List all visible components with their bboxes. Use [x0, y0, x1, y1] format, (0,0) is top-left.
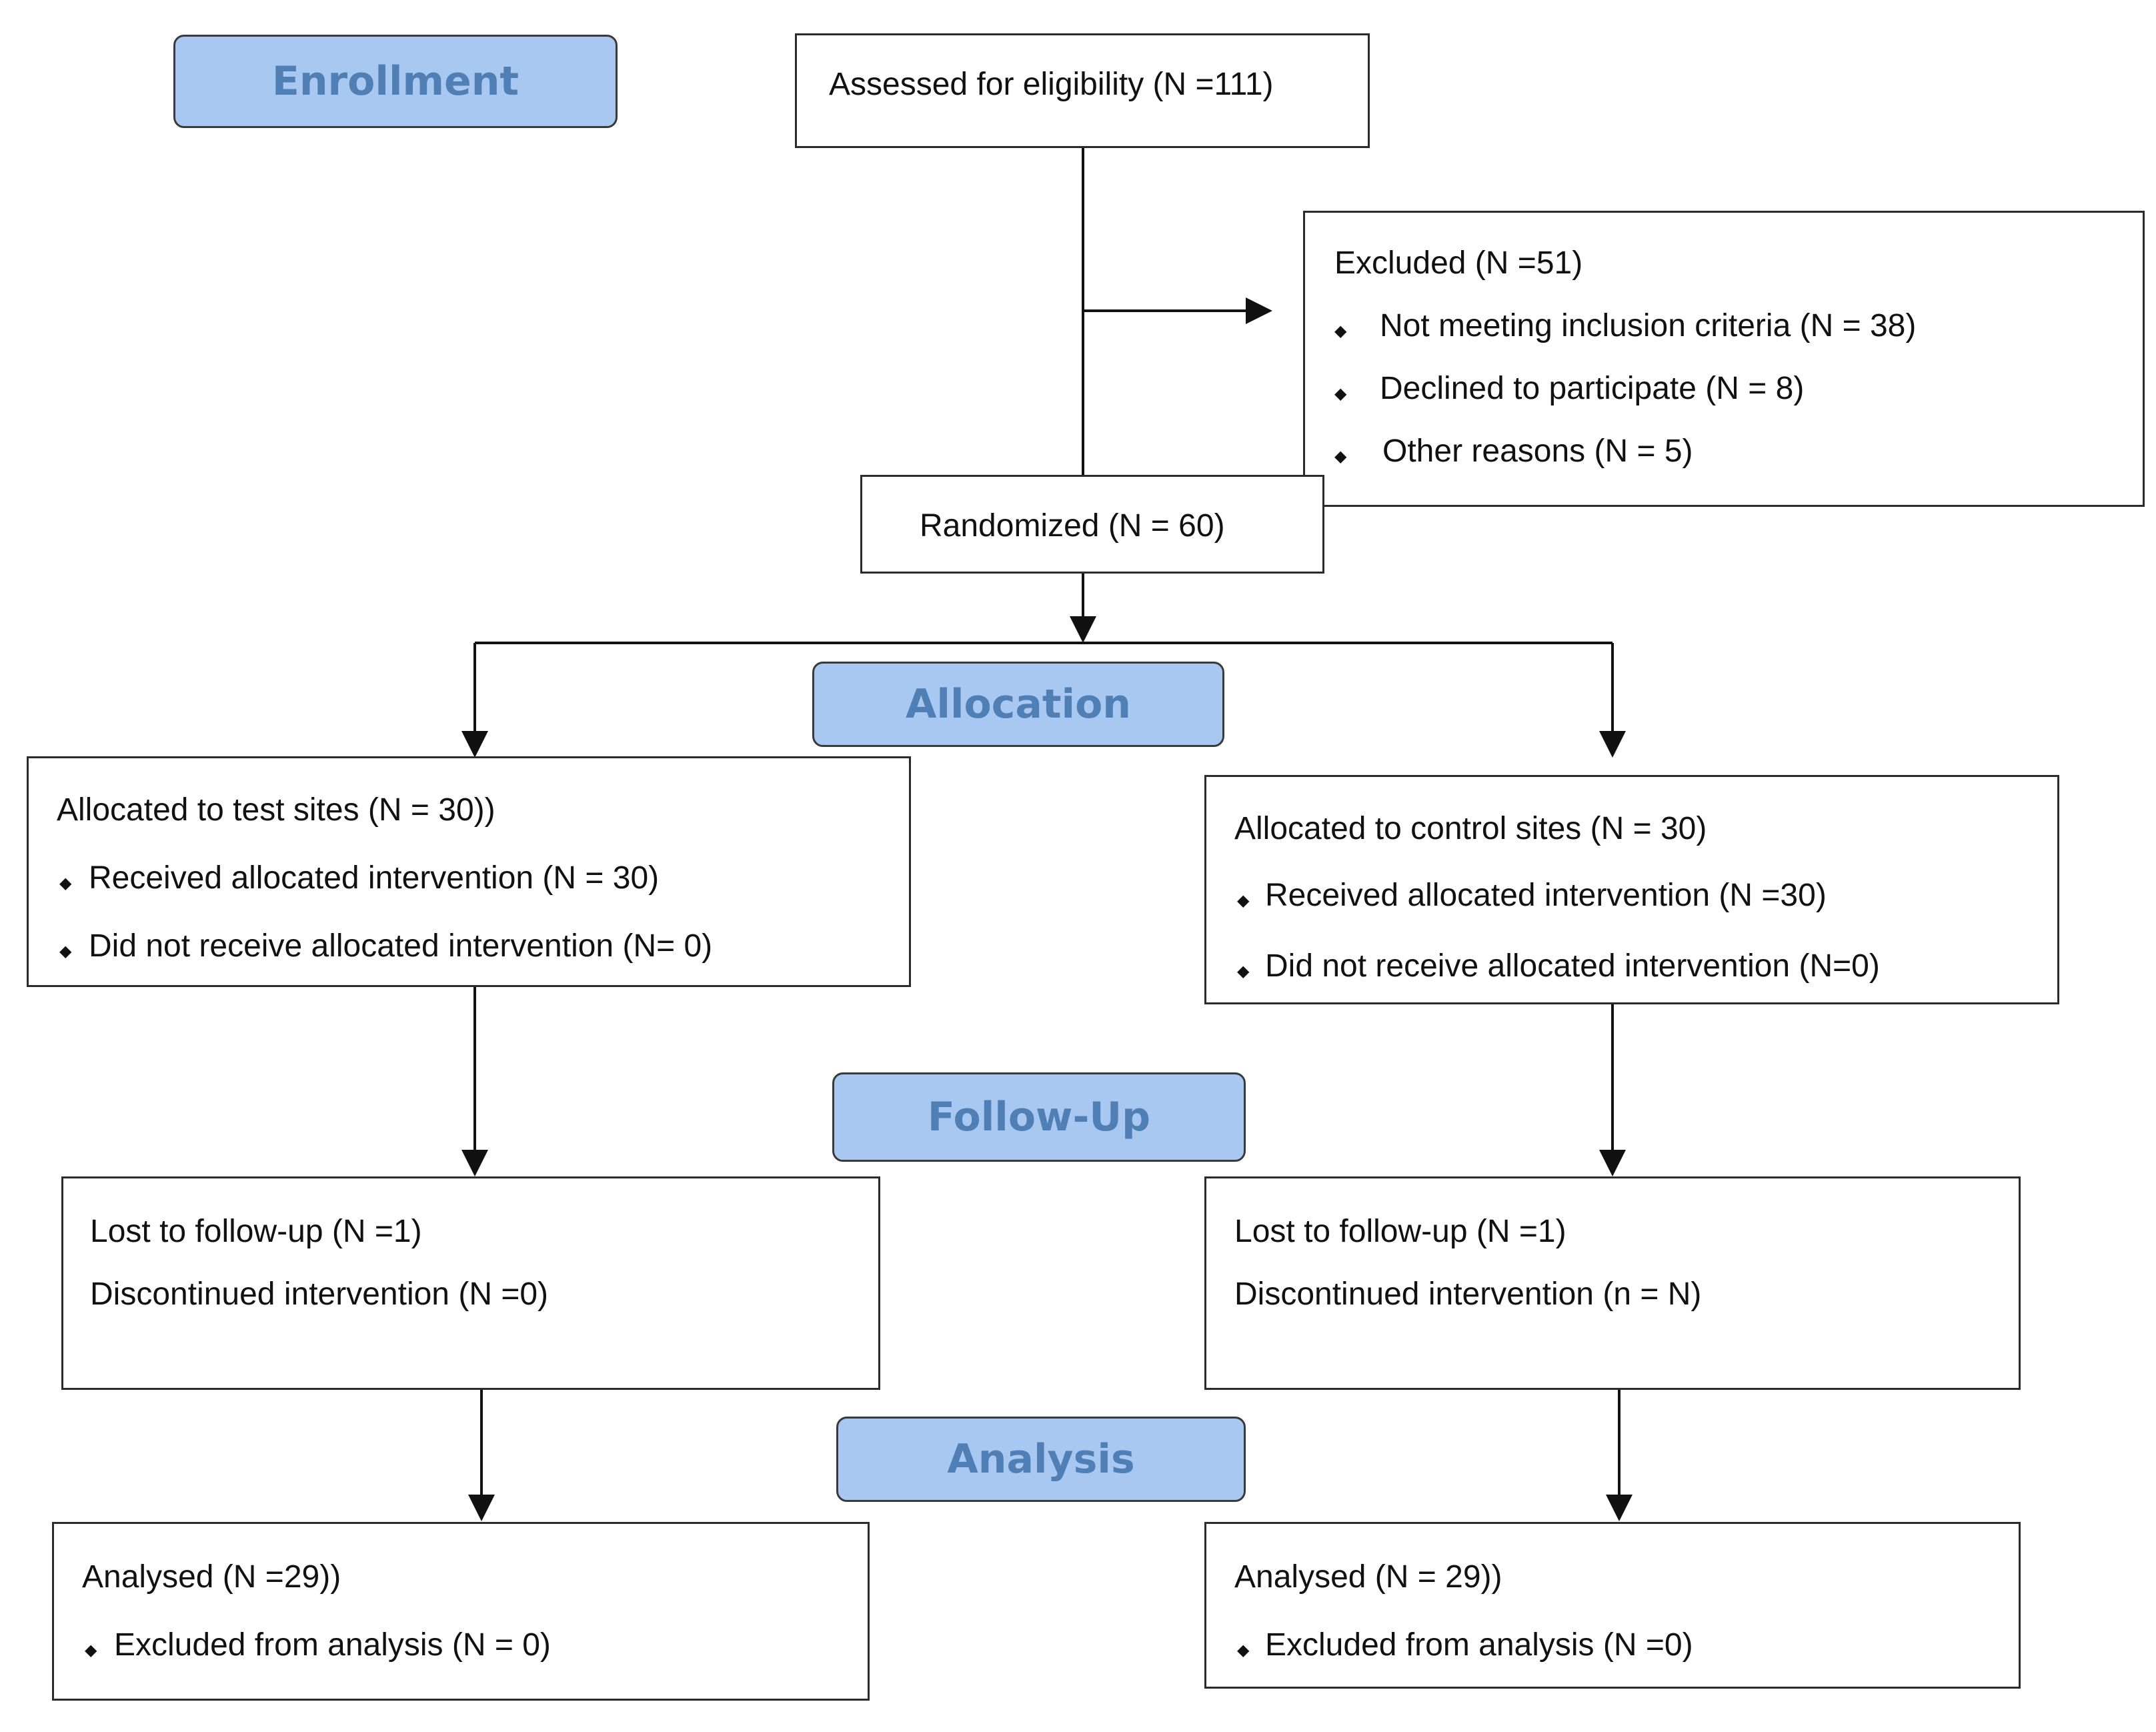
- bullet-icon: ◆: [1237, 1641, 1250, 1659]
- control-not-received-text: Did not receive allocated intervention (…: [1265, 948, 1880, 984]
- bullet-icon: ◆: [1237, 892, 1250, 910]
- stage-analysis-label: Analysis: [947, 1436, 1135, 1483]
- test-not-received-text: Did not receive allocated intervention (…: [89, 928, 713, 964]
- control-excluded-analysis-text: Excluded from analysis (N =0): [1265, 1627, 1693, 1663]
- control-discontinued-text: Discontinued intervention (n = N): [1234, 1276, 1702, 1312]
- control-allocated-text: Allocated to control sites (N = 30): [1234, 811, 1707, 846]
- test-allocation-box: Allocated to test sites (N = 30)) ◆ Rece…: [27, 756, 911, 987]
- assessed-text: Assessed for eligibility (N =111): [829, 67, 1274, 102]
- stage-allocation: Allocation: [812, 662, 1224, 747]
- control-lost-text: Lost to follow-up (N =1): [1234, 1214, 1566, 1249]
- stage-allocation-label: Allocation: [905, 681, 1132, 728]
- control-analysis-box: Analysed (N = 29)) ◆ Excluded from analy…: [1204, 1522, 2021, 1689]
- test-analysed-text: Analysed (N =29)): [82, 1559, 341, 1595]
- bullet-icon: ◆: [1334, 448, 1347, 466]
- randomized-box: Randomized (N = 60): [860, 475, 1324, 574]
- control-analysed-text: Analysed (N = 29)): [1234, 1559, 1502, 1595]
- excluded-reason: Declined to participate (N = 8): [1380, 371, 1805, 406]
- bullet-icon: ◆: [1237, 962, 1250, 980]
- bullet-icon: ◆: [1334, 322, 1347, 340]
- excluded-box: Excluded (N =51) ◆ Not meeting inclusion…: [1303, 211, 2145, 507]
- control-received-text: Received allocated intervention (N =30): [1265, 878, 1827, 913]
- stage-analysis: Analysis: [836, 1417, 1246, 1502]
- test-excluded-analysis-text: Excluded from analysis (N = 0): [114, 1627, 551, 1663]
- stage-follow-up: Follow-Up: [832, 1072, 1246, 1162]
- bullet-icon: ◆: [85, 1641, 97, 1659]
- control-allocation-box: Allocated to control sites (N = 30) ◆ Re…: [1204, 775, 2059, 1004]
- assessed-box: Assessed for eligibility (N =111): [795, 33, 1370, 148]
- bullet-icon: ◆: [59, 942, 72, 960]
- excluded-reason: Not meeting inclusion criteria (N = 38): [1380, 308, 1917, 343]
- stage-enrollment-label: Enrollment: [271, 58, 519, 105]
- bullet-icon: ◆: [1334, 385, 1347, 403]
- test-allocated-text: Allocated to test sites (N = 30)): [57, 792, 495, 828]
- test-received-text: Received allocated intervention (N = 30): [89, 860, 660, 896]
- excluded-title: Excluded (N =51): [1334, 245, 1583, 281]
- bullet-icon: ◆: [59, 874, 72, 892]
- randomized-text: Randomized (N = 60): [920, 508, 1225, 544]
- test-lost-text: Lost to follow-up (N =1): [90, 1214, 422, 1249]
- excluded-reason: Other reasons (N = 5): [1382, 434, 1693, 469]
- control-followup-box: Lost to follow-up (N =1) Discontinued in…: [1204, 1176, 2021, 1390]
- test-followup-box: Lost to follow-up (N =1) Discontinued in…: [61, 1176, 880, 1390]
- stage-follow-up-label: Follow-Up: [927, 1094, 1151, 1140]
- test-analysis-box: Analysed (N =29)) ◆ Excluded from analys…: [52, 1522, 870, 1701]
- test-discontinued-text: Discontinued intervention (N =0): [90, 1276, 549, 1312]
- stage-enrollment: Enrollment: [173, 35, 618, 128]
